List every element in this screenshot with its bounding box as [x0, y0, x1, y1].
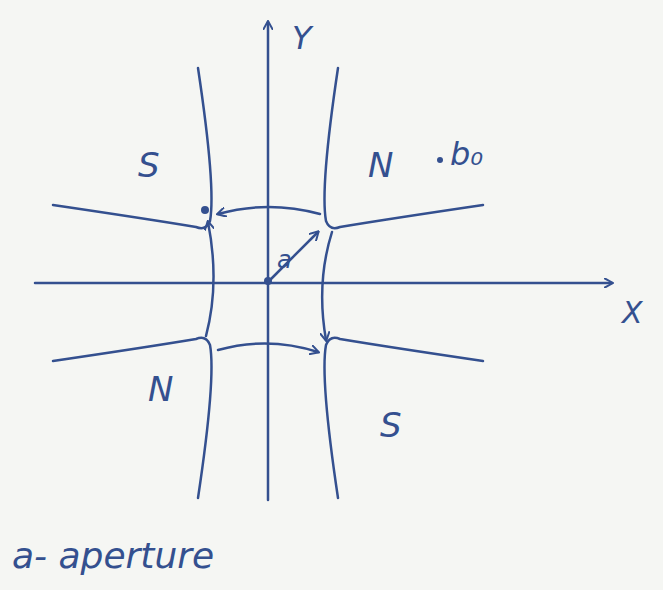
field-point-dot: [437, 157, 443, 163]
pole-shape: [325, 68, 484, 228]
field-line: [218, 343, 318, 352]
pole-label: N: [148, 372, 173, 406]
pole-label: S: [138, 148, 160, 182]
pole-shape: [325, 338, 484, 498]
field-line: [206, 222, 214, 336]
axis-label: X: [622, 298, 643, 328]
pole-tip-dot: [201, 206, 209, 214]
y-axis: [267, 22, 270, 500]
field-line: [218, 207, 320, 214]
caption-note: a- aperture: [12, 538, 214, 574]
field-line: [322, 232, 332, 340]
pole-shape: [53, 68, 212, 228]
pole-label: S: [380, 408, 402, 442]
aperture-radius: [270, 232, 318, 280]
axis-label: Y: [292, 22, 312, 54]
aperture-label: a: [277, 248, 292, 272]
center-dot: [264, 277, 272, 285]
field-label: b₀: [450, 138, 483, 170]
pole-shape: [53, 338, 212, 498]
pole-label: N: [368, 148, 393, 182]
